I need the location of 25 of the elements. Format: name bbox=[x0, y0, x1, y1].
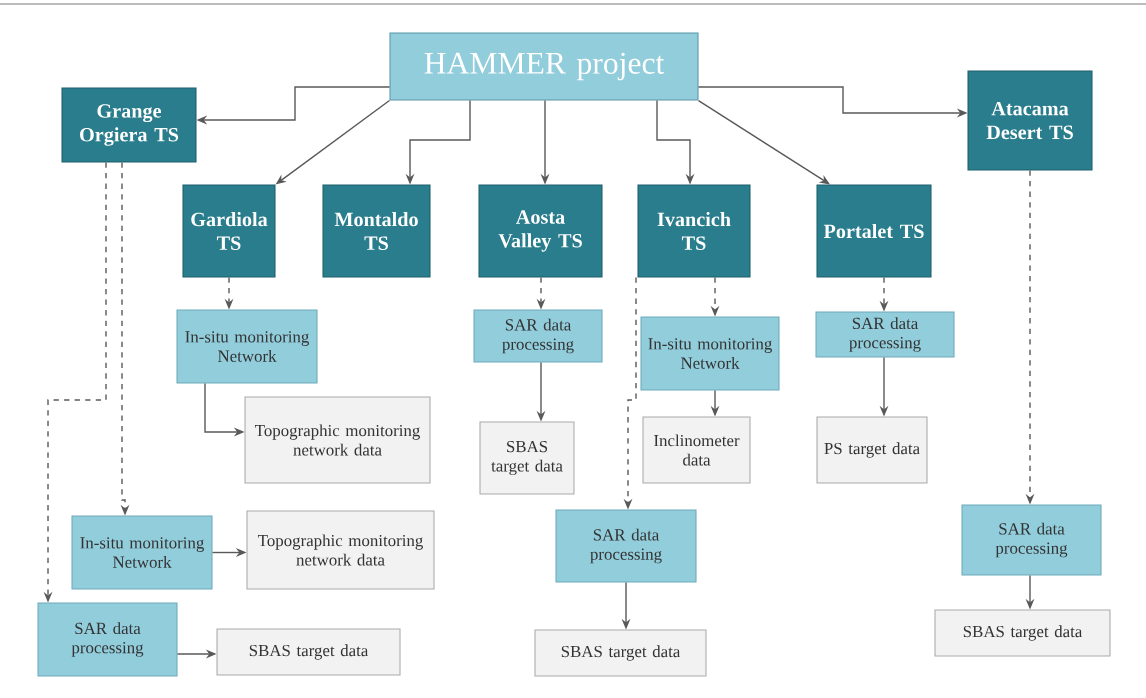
process-box: In-situ monitoring Network bbox=[71, 515, 213, 590]
data-box: PS target data bbox=[816, 416, 928, 484]
site-box: Ivancich TS bbox=[637, 184, 751, 278]
data-box: Topographic monitoring network data bbox=[246, 510, 435, 590]
data-box: Inclinometer data bbox=[642, 416, 751, 484]
title-box: HAMMER project bbox=[389, 32, 699, 101]
process-box: SAR data processing bbox=[473, 309, 603, 363]
arrow bbox=[697, 99, 830, 185]
site-box: Portalet TS bbox=[816, 184, 932, 278]
process-box: In-situ monitoring Network bbox=[176, 309, 318, 384]
site-box: Atacama Desert TS bbox=[967, 70, 1093, 171]
process-box: SAR data processing bbox=[961, 504, 1102, 576]
site-box: Aosta Valley TS bbox=[478, 184, 603, 278]
data-box: SBAS target data bbox=[479, 421, 575, 495]
data-box: SBAS target data bbox=[216, 628, 401, 676]
site-box: Gardiola TS bbox=[182, 184, 276, 278]
data-box: SBAS target data bbox=[934, 609, 1111, 657]
process-box: In-situ monitoring Network bbox=[640, 316, 780, 391]
site-box: Montaldo TS bbox=[322, 184, 431, 278]
data-box: SBAS target data bbox=[534, 629, 707, 677]
site-box: Grange Orgiera TS bbox=[61, 87, 197, 163]
data-box: Topographic monitoring network data bbox=[244, 396, 431, 484]
process-box: SAR data processing bbox=[815, 311, 955, 358]
process-box: SAR data processing bbox=[555, 509, 697, 583]
process-box: SAR data processing bbox=[37, 602, 178, 677]
